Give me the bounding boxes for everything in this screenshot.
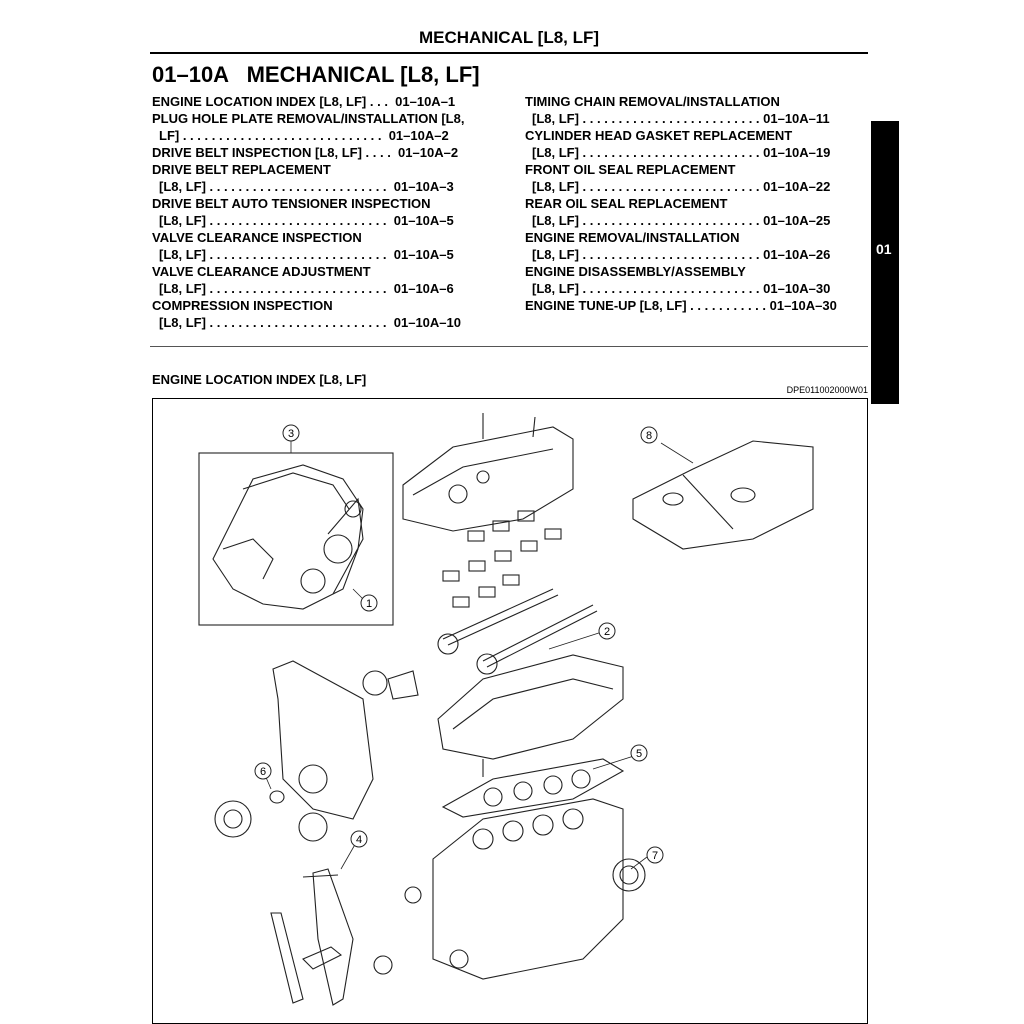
toc-entry: [L8, LF] . . . . . . . . . . . . . . . .… [532, 213, 831, 228]
crank-pulley-drawing [214, 800, 328, 842]
engine-diagram-svg: 1 2 3 4 5 6 7 [198, 413, 814, 1006]
callout-8: 8 [640, 426, 658, 444]
toc-entry: DRIVE BELT AUTO TENSIONER INSPECTION [152, 196, 431, 211]
camshaft-caps-drawing [442, 510, 562, 608]
toc-entry: ENGINE DISASSEMBLY/ASSEMBLY [525, 264, 746, 279]
engine-exploded-diagram: 1 2 3 4 5 6 7 [152, 398, 868, 1024]
chain-guides-drawing [270, 912, 343, 1004]
toc-entry: [L8, LF] . . . . . . . . . . . . . . . .… [159, 179, 454, 194]
timing-cover-drawing [272, 660, 374, 820]
callout-2-label: 2 [604, 626, 610, 638]
toc-divider [150, 346, 868, 347]
toc-entry: ENGINE REMOVAL/INSTALLATION [525, 230, 740, 245]
toc-entry: CYLINDER HEAD GASKET REPLACEMENT [525, 128, 793, 143]
callout-6: 6 [254, 762, 272, 780]
auto-tensioner-drawing [362, 670, 419, 700]
camshafts-drawing [437, 588, 598, 675]
callout-5: 5 [630, 744, 648, 762]
toc-entry: TIMING CHAIN REMOVAL/INSTALLATION [525, 94, 780, 109]
callout-3-label: 3 [288, 428, 294, 440]
figure-heading: ENGINE LOCATION INDEX [L8, LF] [152, 372, 367, 387]
callout-7: 7 [646, 846, 664, 864]
toc-entry: [L8, LF] . . . . . . . . . . . . . . . .… [159, 247, 454, 262]
head-gasket-drawing [441, 758, 625, 818]
callouts: 1 2 3 4 5 6 7 [254, 424, 664, 864]
callout-5-label: 5 [636, 748, 642, 760]
callout-4-label: 4 [356, 834, 362, 846]
toc-entry: [L8, LF] . . . . . . . . . . . . . . . .… [532, 111, 830, 126]
cylinder-head-drawing [437, 654, 624, 777]
toc-entry: REAR OIL SEAL REPLACEMENT [525, 196, 728, 211]
toc-left-column: ENGINE LOCATION INDEX [L8, LF] . . . 01–… [152, 93, 492, 331]
front-oil-seal-drawing [269, 790, 285, 804]
chapter-tab-label: 01 [876, 241, 892, 257]
lower-sprockets-drawing [373, 886, 469, 975]
toc-entry: ENGINE TUNE-UP [L8, LF] . . . . . . . . … [525, 298, 837, 313]
toc-entry: DRIVE BELT REPLACEMENT [152, 162, 331, 177]
engine-cover-drawing [632, 440, 814, 550]
toc-entry: [L8, LF] . . . . . . . . . . . . . . . .… [532, 179, 831, 194]
callout-8-label: 8 [646, 430, 652, 442]
toc-entry: DRIVE BELT INSPECTION [L8, LF] . . . . 0… [152, 145, 459, 160]
toc-entry: VALVE CLEARANCE INSPECTION [152, 230, 362, 245]
section-title: MECHANICAL [L8, LF] [246, 62, 480, 87]
valve-cover-drawing [402, 413, 574, 532]
running-header-title: MECHANICAL [L8, LF] [418, 28, 600, 47]
section-code: 01–10A [152, 62, 229, 87]
toc-entry: COMPRESSION INSPECTION [152, 298, 333, 313]
toc-entry: FRONT OIL SEAL REPLACEMENT [525, 162, 736, 177]
toc-entry: PLUG HOLE PLATE REMOVAL/INSTALLATION [L8… [152, 111, 465, 126]
callout-7-label: 7 [652, 850, 658, 862]
toc-entry: ENGINE LOCATION INDEX [L8, LF] . . . 01–… [152, 94, 456, 109]
timing-chain-drawing [302, 868, 354, 1006]
toc-entry: [L8, LF] . . . . . . . . . . . . . . . .… [159, 315, 461, 330]
cylinder-block-drawing [432, 798, 624, 980]
header-divider [150, 52, 868, 54]
callout-1: 1 [360, 594, 378, 612]
callout-3: 3 [282, 424, 300, 442]
toc-entry: [L8, LF] . . . . . . . . . . . . . . . .… [159, 281, 454, 296]
callout-4: 4 [350, 830, 368, 848]
toc-entry: [L8, LF] . . . . . . . . . . . . . . . .… [532, 145, 831, 160]
toc-right-column: TIMING CHAIN REMOVAL/INSTALLATION [L8, LF… [525, 93, 865, 314]
inset-engine-box [198, 452, 394, 626]
rear-oil-seal-drawing [612, 858, 646, 892]
toc-entry: LF] . . . . . . . . . . . . . . . . . . … [159, 128, 449, 143]
inset-engine-drawing [212, 464, 364, 610]
toc-entry: VALVE CLEARANCE ADJUSTMENT [152, 264, 371, 279]
figure-code: DPE011002000W01 [786, 385, 868, 395]
toc-entry: [L8, LF] . . . . . . . . . . . . . . . .… [159, 213, 454, 228]
callout-1-label: 1 [366, 598, 372, 610]
toc-entry: [L8, LF] . . . . . . . . . . . . . . . .… [532, 247, 831, 262]
section-heading: 01–10A MECHANICAL [L8, LF] [152, 62, 480, 88]
callout-2: 2 [598, 622, 616, 640]
callout-6-label: 6 [260, 766, 266, 778]
callout-leaders [264, 439, 694, 870]
chapter-side-tab: 01 [871, 121, 899, 404]
toc-entry: [L8, LF] . . . . . . . . . . . . . . . .… [532, 281, 831, 296]
